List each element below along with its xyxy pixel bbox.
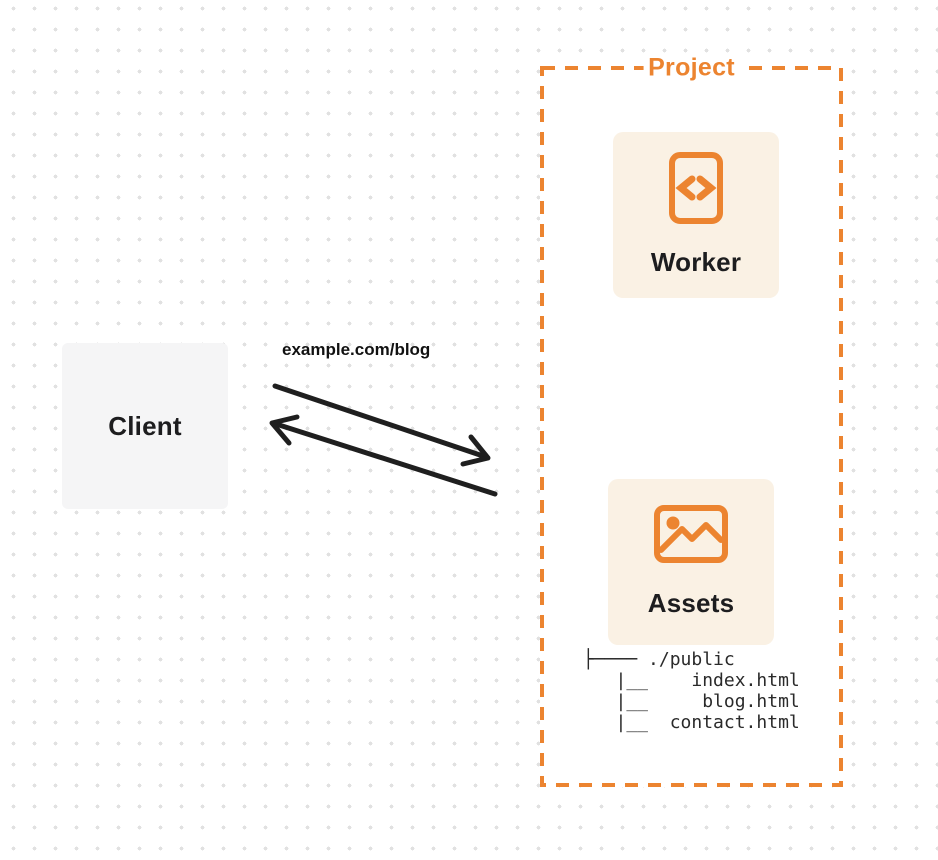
arrowhead-right-icon xyxy=(460,434,491,467)
sun-icon xyxy=(666,516,680,530)
assets-node: Assets xyxy=(608,479,774,645)
response-arrow xyxy=(269,414,498,497)
client-label: Client xyxy=(108,410,182,441)
arrowhead-left-icon xyxy=(269,414,300,446)
project-boundary: Project Worker Assets ├──── ./public |__… xyxy=(540,53,843,787)
assets-label: Assets xyxy=(647,588,735,618)
request-url-label: example.com/blog xyxy=(282,340,431,359)
worker-node: Worker xyxy=(613,132,779,298)
code-document-icon xyxy=(669,152,723,224)
project-label: Project xyxy=(643,53,740,83)
assets-file-tree: ├──── ./public |__ index.html |__ blog.h… xyxy=(583,649,800,733)
mountains-icon xyxy=(658,522,724,553)
worker-label: Worker xyxy=(650,247,742,277)
image-icon xyxy=(654,505,728,563)
request-arrow xyxy=(272,383,491,467)
client-node: Client xyxy=(62,343,228,509)
